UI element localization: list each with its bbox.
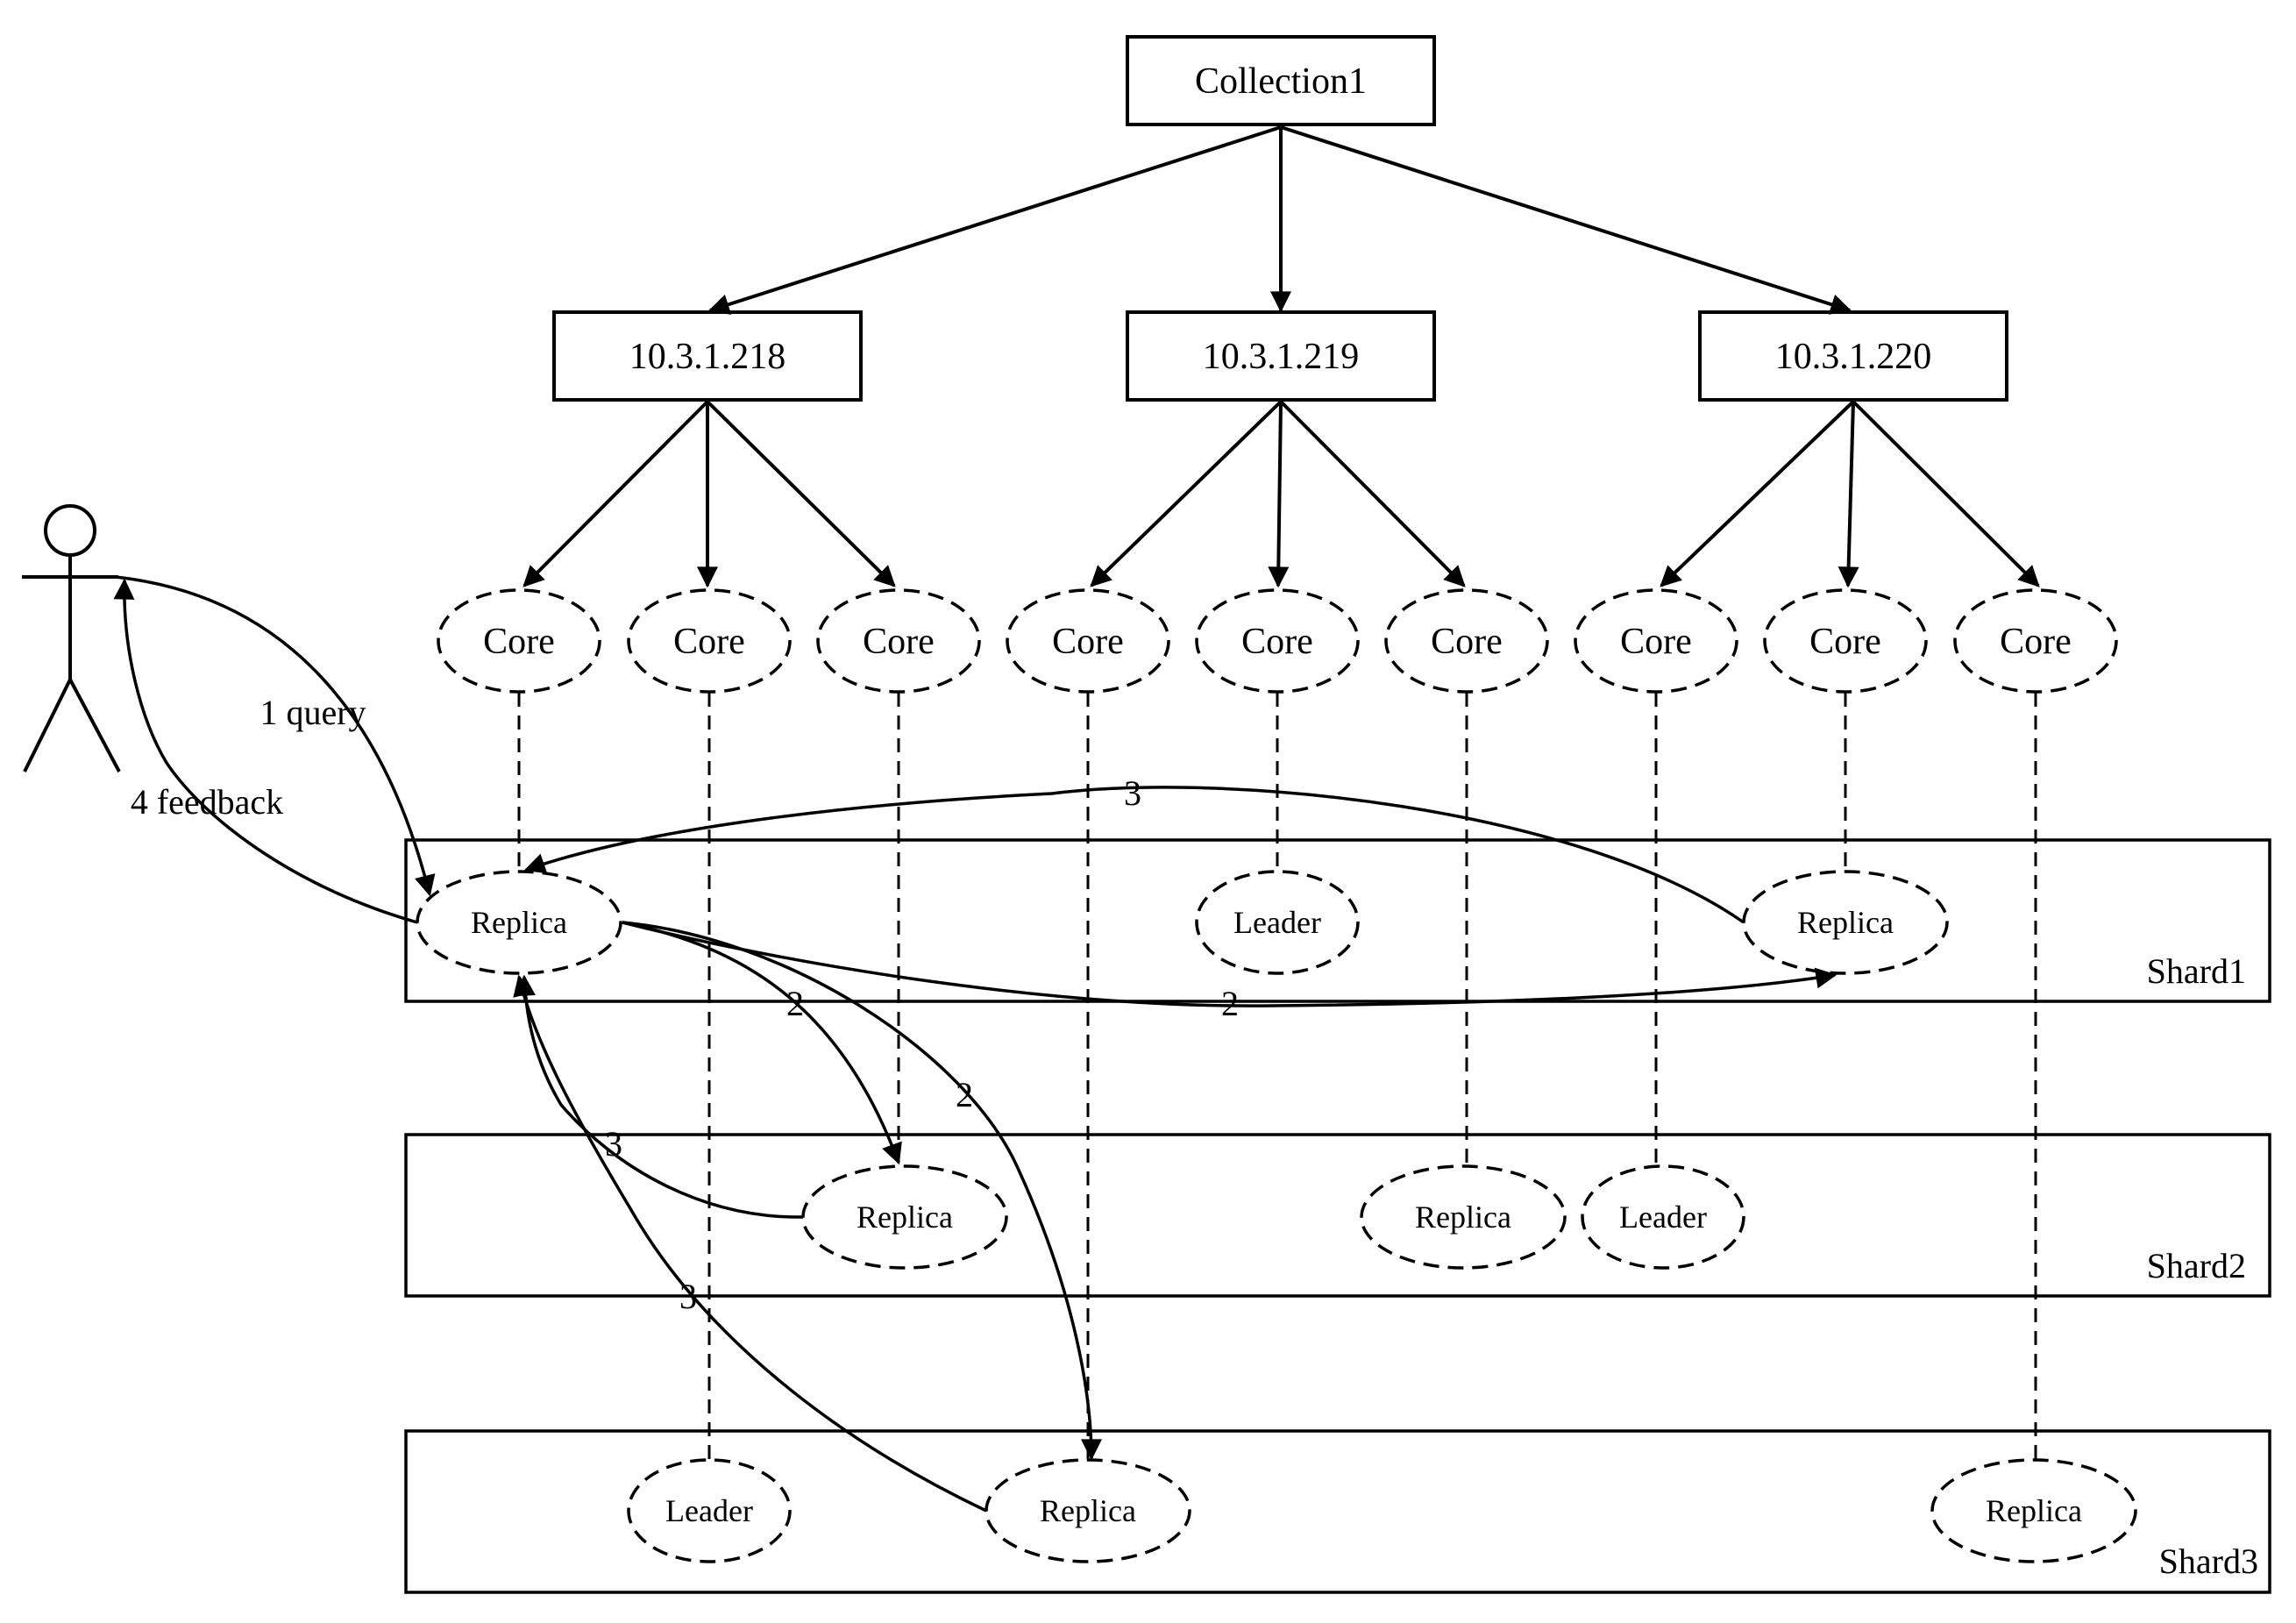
edge-220-core-1 bbox=[1660, 400, 1855, 587]
leader-label: Leader bbox=[1619, 1199, 1707, 1235]
edge-labels: 1 query 4 feedback 3 2 2 2 3 3 bbox=[131, 693, 1239, 1316]
replica-label: Replica bbox=[1415, 1199, 1511, 1235]
shard-label: Shard1 bbox=[2147, 951, 2246, 991]
edge-feedback bbox=[113, 578, 418, 924]
edge-218-core-1 bbox=[522, 400, 709, 587]
core-node: Core bbox=[816, 588, 981, 694]
host-label: 10.3.1.218 bbox=[629, 337, 786, 377]
edge-step2-to-shard1-replica bbox=[622, 921, 1838, 1007]
shard-1: Shard1 bbox=[404, 838, 2271, 1003]
shard3-replica-middle: Replica bbox=[985, 1458, 1191, 1563]
core-node: Core bbox=[1195, 588, 1360, 694]
edge-219-core-2 bbox=[1268, 401, 1290, 588]
core-label: Core bbox=[1052, 622, 1124, 662]
replica-label: Replica bbox=[1986, 1493, 2082, 1528]
user-actor bbox=[22, 504, 121, 772]
core-label: Core bbox=[2000, 622, 2072, 662]
step2-label-shard1: 2 bbox=[1221, 984, 1239, 1023]
edge-step3-from-shard3-replica bbox=[513, 974, 987, 1513]
actor-right-leg bbox=[68, 679, 121, 772]
edge-step3-from-shard1-replica bbox=[523, 786, 1745, 924]
host-core-edges bbox=[522, 400, 2040, 588]
core-node: Core bbox=[1384, 588, 1549, 694]
core-label: Core bbox=[673, 622, 745, 662]
edge-step2-to-shard3-replica bbox=[622, 921, 1102, 1461]
actor-left-leg bbox=[23, 679, 72, 772]
step3-label-shard1: 3 bbox=[1124, 773, 1141, 813]
core-label: Core bbox=[1620, 622, 1692, 662]
edge-collection-to-220 bbox=[1280, 125, 1852, 315]
replica-label: Replica bbox=[857, 1199, 953, 1235]
core-label: Core bbox=[1431, 622, 1503, 662]
step3-label-shard2: 3 bbox=[605, 1124, 622, 1164]
host-label: 10.3.1.219 bbox=[1203, 337, 1360, 377]
core-node: Core bbox=[1953, 588, 2118, 694]
shard-label: Shard3 bbox=[2159, 1541, 2258, 1581]
feedback-label: 4 feedback bbox=[131, 782, 283, 822]
edge-220-core-2 bbox=[1838, 401, 1859, 588]
core-label: Core bbox=[1809, 622, 1881, 662]
shard2-replica-left: Replica bbox=[801, 1164, 1008, 1270]
core-label: Core bbox=[863, 622, 935, 662]
shard-3: Shard3 bbox=[404, 1429, 2271, 1594]
edge-query bbox=[115, 575, 436, 897]
core-node: Core bbox=[1006, 588, 1170, 694]
core-node: Core bbox=[1763, 588, 1928, 694]
core-node: Core bbox=[437, 588, 601, 694]
edge-step3-from-shard2-replica bbox=[514, 974, 804, 1219]
edge-220-core-3 bbox=[1852, 400, 2040, 587]
core-label: Core bbox=[483, 622, 555, 662]
leader-label: Leader bbox=[665, 1493, 753, 1528]
host-node-220: 10.3.1.220 bbox=[1698, 310, 2008, 402]
collection-node: Collection1 bbox=[1126, 35, 1436, 126]
replica-label: Replica bbox=[1040, 1493, 1136, 1528]
step3-label-shard3: 3 bbox=[679, 1277, 697, 1316]
shard2-leader: Leader bbox=[1581, 1164, 1745, 1270]
request-flow-edges bbox=[113, 575, 1838, 1513]
leader-label: Leader bbox=[1233, 905, 1321, 940]
edge-219-core-3 bbox=[1279, 400, 1466, 587]
core-membership-links bbox=[517, 693, 2037, 1460]
step2-label-shard2: 2 bbox=[786, 984, 804, 1023]
edge-218-core-3 bbox=[706, 400, 896, 587]
core-node: Core bbox=[1574, 588, 1738, 694]
edge-collection-to-218 bbox=[707, 125, 1282, 315]
shard-2: Shard2 bbox=[404, 1133, 2271, 1298]
core-nodes: Core Core Core Core Core Core Core Core … bbox=[437, 588, 2118, 694]
core-node: Core bbox=[627, 588, 792, 694]
host-label: 10.3.1.220 bbox=[1775, 337, 1932, 377]
query-label: 1 query bbox=[259, 693, 366, 732]
edge-step2-to-shard2-replica bbox=[622, 921, 902, 1165]
replica-label: Replica bbox=[471, 905, 567, 940]
step2-label-shard3: 2 bbox=[956, 1075, 973, 1114]
shard1-replica-left: Replica bbox=[416, 870, 622, 975]
collection-label: Collection1 bbox=[1195, 61, 1367, 102]
shard2-replica-right: Replica bbox=[1360, 1164, 1567, 1270]
host-node-219: 10.3.1.219 bbox=[1126, 310, 1436, 402]
shard3-replica-right: Replica bbox=[1930, 1458, 2137, 1563]
host-node-218: 10.3.1.218 bbox=[552, 310, 863, 402]
core-label: Core bbox=[1241, 622, 1313, 662]
collection-host-edges bbox=[707, 125, 1852, 315]
edge-219-core-1 bbox=[1090, 400, 1283, 587]
shard-label: Shard2 bbox=[2147, 1246, 2246, 1285]
shard3-leader: Leader bbox=[627, 1458, 792, 1563]
shard-members: Replica Leader Replica Replica Replica L… bbox=[416, 870, 2137, 1563]
replica-label: Replica bbox=[1797, 905, 1894, 940]
shard1-leader: Leader bbox=[1195, 870, 1360, 975]
actor-head bbox=[44, 504, 96, 557]
shard1-replica-right: Replica bbox=[1742, 870, 1949, 975]
